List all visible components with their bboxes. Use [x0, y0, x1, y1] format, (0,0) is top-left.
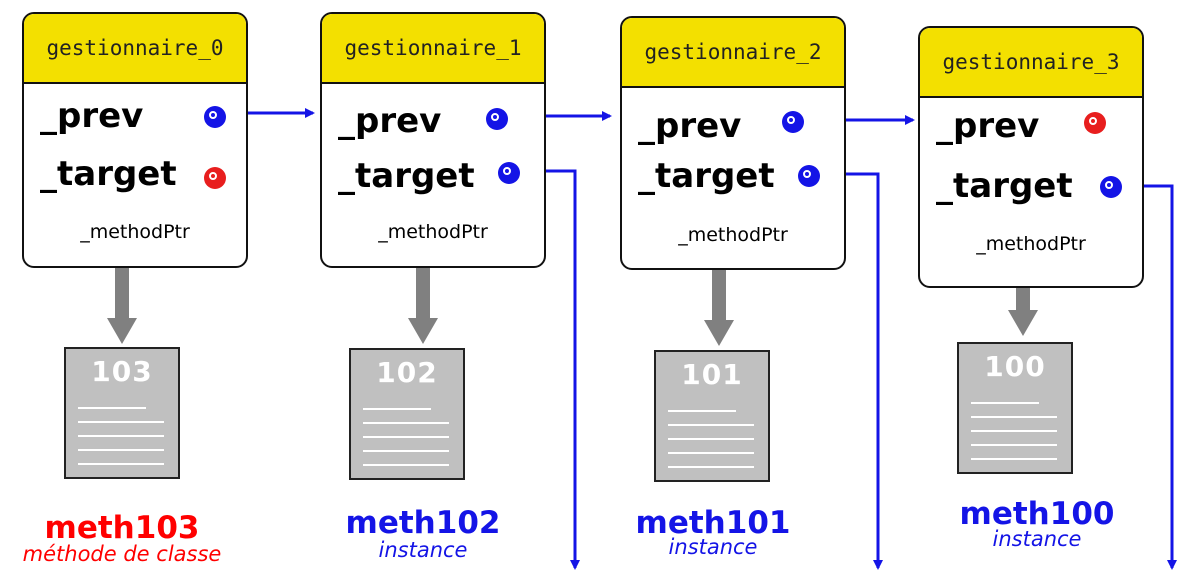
document-icon: 102	[349, 348, 465, 480]
target-field: _target	[638, 156, 775, 196]
method-number: 103	[91, 355, 153, 388]
method-number: 100	[984, 350, 1046, 383]
method-ptr-field: _methodPtr	[976, 233, 1086, 255]
method-name: meth100	[959, 496, 1115, 532]
node-title: gestionnaire_0	[24, 14, 246, 84]
pointer-dot-icon	[798, 165, 820, 187]
method-kind: méthode de classe	[22, 542, 222, 566]
prev-field: _prev	[936, 106, 1040, 146]
method-name: meth102	[345, 505, 501, 541]
method-kind: instance	[378, 538, 468, 562]
target-field: _target	[936, 166, 1073, 206]
prev-field: _prev	[338, 101, 442, 141]
node-title: gestionnaire_1	[322, 14, 544, 84]
pointer-dot-icon	[782, 111, 804, 133]
prev-field: _prev	[40, 96, 144, 136]
node-title: gestionnaire_2	[622, 18, 844, 88]
pointer-dot-icon	[1100, 176, 1122, 198]
pointer-dot-icon	[204, 167, 226, 189]
handler-node-2: gestionnaire_2 _prev _target _methodPtr	[620, 16, 846, 270]
handler-node-1: gestionnaire_1 _prev _target _methodPtr	[320, 12, 546, 268]
method-kind: instance	[668, 535, 758, 559]
method-name: meth101	[635, 505, 791, 541]
method-name: meth103	[44, 510, 200, 546]
pointer-dot-icon	[204, 106, 226, 128]
target-field: _target	[338, 156, 475, 196]
node-title: gestionnaire_3	[920, 28, 1142, 98]
handler-node-0: gestionnaire_0 _prev _target _methodPtr	[22, 12, 248, 268]
document-icon: 101	[654, 350, 770, 482]
prev-field: _prev	[638, 106, 742, 146]
document-icon: 100	[957, 342, 1073, 474]
target-field: _target	[40, 154, 177, 194]
method-kind: instance	[992, 527, 1082, 551]
method-ptr-field: _methodPtr	[378, 221, 488, 243]
pointer-dot-icon	[486, 108, 508, 130]
pointer-dot-icon	[1084, 112, 1106, 134]
method-ptr-field: _methodPtr	[80, 221, 190, 243]
method-number: 102	[376, 356, 438, 389]
pointer-dot-icon	[498, 162, 520, 184]
method-ptr-field: _methodPtr	[678, 224, 788, 246]
handler-node-3: gestionnaire_3 _prev _target _methodPtr	[918, 26, 1144, 288]
method-number: 101	[681, 358, 743, 391]
document-icon: 103	[64, 347, 180, 479]
